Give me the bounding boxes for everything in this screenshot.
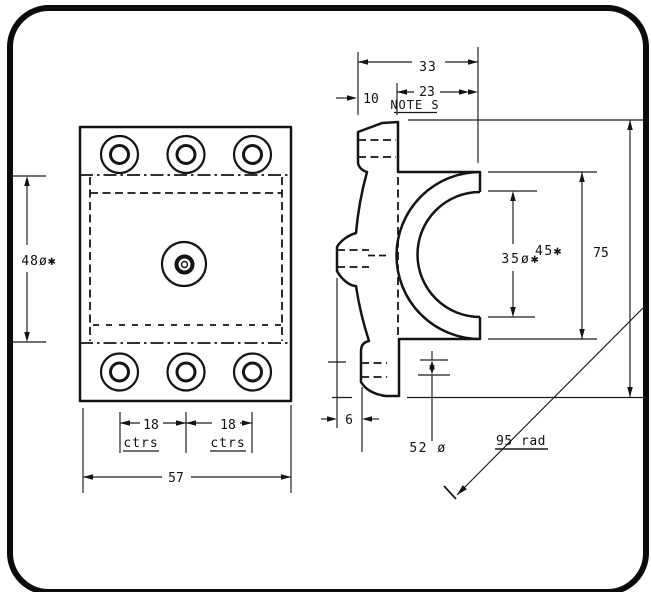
dim-label-57: 57 bbox=[168, 471, 184, 486]
radius-leader-95: 95 rad bbox=[443, 307, 644, 500]
dim-label-45: 45✱ bbox=[535, 244, 563, 259]
bolt-holes-bottom bbox=[99, 352, 273, 392]
dim-label-35dia: 35ø✱ bbox=[501, 252, 540, 267]
ctrs-label-right: ctrs bbox=[210, 436, 245, 451]
dimension-52-dia: 52 ø bbox=[409, 351, 450, 456]
dimension-35-dia: 35ø✱ bbox=[488, 190, 540, 318]
dimension-45: 45✱ bbox=[488, 171, 597, 340]
dimension-33: 33 bbox=[357, 47, 479, 163]
center-hole bbox=[160, 240, 208, 288]
dimension-48-dia: 48ø✱ bbox=[10, 175, 56, 343]
dim-label-10: 10 bbox=[363, 92, 379, 107]
ctrs-label-left: ctrs bbox=[123, 436, 158, 451]
side-view: 33 10 23 NOTE S bbox=[321, 47, 644, 500]
dim-label-75: 75 bbox=[593, 246, 609, 261]
dimension-75: 75 bbox=[332, 119, 643, 399]
dim-label-48dia: 48ø✱ bbox=[21, 254, 56, 269]
side-profile-outline bbox=[335, 120, 482, 398]
dim-label-6: 6 bbox=[345, 413, 353, 428]
hidden-boss-outline bbox=[80, 174, 291, 344]
note-s-label: NOTE S bbox=[390, 98, 439, 112]
dimension-23: 23 NOTE S bbox=[390, 83, 478, 115]
plate-outline bbox=[78, 125, 293, 403]
dimension-57: 57 bbox=[82, 405, 292, 493]
dim-label-18-right: 18 bbox=[220, 418, 236, 433]
bolt-holes-top bbox=[99, 134, 273, 175]
hidden-lines-side bbox=[337, 139, 399, 378]
front-view: 48ø✱ 18 ctrs 18 ctrs bbox=[10, 125, 293, 493]
dim-label-33: 33 bbox=[419, 60, 437, 75]
dim-label-52dia: 52 ø bbox=[409, 441, 446, 456]
bore-arc bbox=[416, 190, 481, 319]
dimension-10: 10 bbox=[336, 92, 379, 107]
dimension-6: 6 bbox=[321, 278, 379, 452]
dimension-hole-pitch: 18 ctrs 18 ctrs bbox=[119, 412, 253, 453]
dim-label-23: 23 bbox=[419, 85, 435, 100]
radius-label-95: 95 rad bbox=[496, 434, 546, 449]
drawing-frame bbox=[7, 5, 649, 592]
dim-label-18-left: 18 bbox=[143, 418, 159, 433]
